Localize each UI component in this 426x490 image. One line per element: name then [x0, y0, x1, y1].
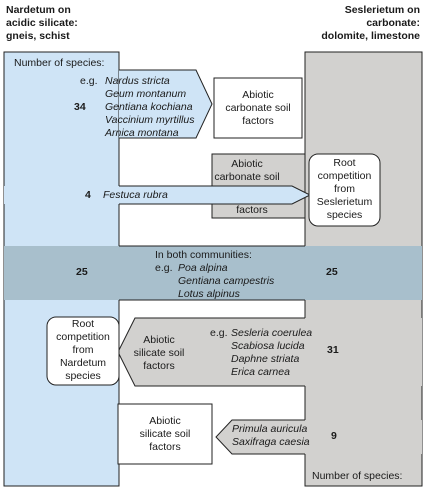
box-line: Abiotic: [149, 415, 181, 427]
arrow-left-top: [4, 70, 212, 138]
species-name: Lotus alpinus: [178, 288, 240, 300]
box-line: Root: [333, 157, 356, 169]
count-both-right: 25: [326, 266, 338, 278]
count-mid-left: 4: [85, 189, 91, 201]
box-abiotic-silicate-2: [117, 403, 213, 465]
box-line: Seslerietum: [316, 196, 373, 208]
abiotic-carbonate-2-text: Abiotic carbonate soil: [212, 158, 282, 184]
species-name: Erica carnea: [231, 366, 290, 378]
abiotic-carbonate-1-text: Abiotic carbonate soil factors: [214, 89, 302, 128]
box-line: species: [326, 209, 363, 221]
species-name: Gentiana campestris: [178, 275, 275, 287]
box-line: Abiotic: [143, 334, 175, 346]
header-left-line: gneis, schist: [6, 30, 70, 42]
species-name: Primula auricula: [232, 423, 308, 435]
header-right: Seslerietum on carbonate: dolomite, lime…: [321, 4, 420, 43]
box-line: Abiotic: [242, 89, 274, 101]
header-left-line: Nardetum on: [6, 4, 71, 16]
species-name: Poa alpina: [178, 262, 228, 274]
left-number-label: Number of species:: [14, 57, 105, 69]
box-root-competition-sesleria: [308, 153, 381, 227]
shared-band: [4, 246, 422, 300]
box-line: silicate soil: [139, 428, 191, 440]
box-line: competition: [317, 170, 372, 182]
arrow-left-mid: [4, 186, 310, 204]
species-name: Geum montanum: [105, 88, 187, 100]
species-name: Gentiana kochiana: [105, 101, 193, 113]
both-label: In both communities:: [155, 249, 252, 261]
species-list-right-low: Primula auricula Saxifraga caesia: [232, 423, 310, 449]
count-both-left: 25: [76, 266, 88, 278]
count-top-left: 34: [74, 101, 86, 113]
species-name: Sesleria coerulea: [231, 327, 313, 339]
box-line: from: [72, 344, 94, 356]
arrow-right-low: [216, 420, 422, 454]
species-name: Arnica montana: [105, 127, 179, 139]
box-line: Abiotic: [231, 158, 263, 170]
box-line: carbonate soil: [225, 102, 291, 114]
header-right-line: Seslerietum on: [344, 4, 420, 16]
species-name: Scabiosa lucida: [231, 340, 305, 352]
eg-prefix-right: e.g.: [210, 327, 228, 339]
species-name: Saxifraga caesia: [232, 436, 310, 448]
abiotic-carbonate-2-bottom: factors: [236, 204, 268, 216]
abiotic-silicate-1-text: Abiotic silicate soil factors: [128, 334, 190, 373]
box-line: from: [334, 183, 355, 195]
box-line: competition: [56, 331, 110, 343]
species-mid-left: Festuca rubra: [103, 189, 168, 201]
box-line: carbonate soil: [214, 171, 280, 183]
header-left: Nardetum on acidic silicate: gneis, schi…: [6, 4, 78, 43]
root-competition-nardetum-text: Root competition from Nardetum species: [47, 318, 119, 383]
box-line: factors: [149, 441, 181, 453]
species-name: Nardus stricta: [105, 75, 170, 87]
box-line: factors: [143, 360, 175, 372]
arrow-right-mid: [118, 318, 422, 386]
box-root-competition-nardetum: [46, 316, 120, 386]
abiotic-silicate-2-text: Abiotic silicate soil factors: [118, 415, 212, 454]
right-number-label: Number of species:: [312, 470, 403, 482]
box-line: silicate soil: [133, 347, 185, 359]
species-list-right-mid: Sesleria coerulea Scabiosa lucida Daphne…: [231, 327, 312, 379]
count-right-low: 9: [331, 430, 337, 442]
eg-prefix-left: e.g.: [80, 75, 98, 87]
box-line: Nardetum: [59, 357, 107, 369]
species-name: Vaccinium myrtillus: [105, 114, 195, 126]
count-right-mid: 31: [327, 344, 339, 356]
header-right-line: dolomite, limestone: [321, 30, 420, 42]
eg-prefix-both: e.g.: [155, 262, 173, 274]
box-abiotic-carbonate-1: [213, 77, 303, 139]
species-list-top-left: Nardus stricta Geum montanum Gentiana ko…: [105, 75, 194, 140]
header-right-line: carbonate:: [366, 17, 420, 29]
species-list-both: Poa alpina Gentiana campestris Lotus alp…: [178, 262, 274, 301]
box-line: species: [65, 370, 101, 382]
root-competition-sesleria-text: Root competition from Seslerietum specie…: [309, 157, 380, 222]
header-left-line: acidic silicate:: [6, 17, 78, 29]
species-name: Daphne striata: [231, 353, 300, 365]
box-line: factors: [242, 115, 274, 127]
box-line: Root: [71, 318, 95, 330]
